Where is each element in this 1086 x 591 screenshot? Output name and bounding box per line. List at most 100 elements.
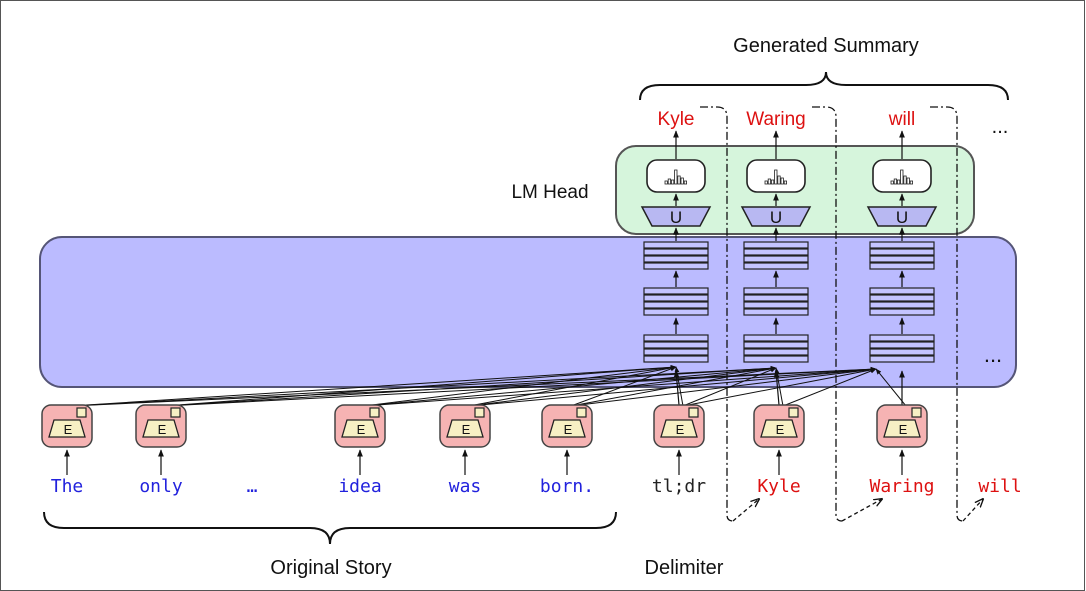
layer-stripe: [869, 255, 935, 263]
layer-stripe: [869, 341, 935, 349]
position-square: [474, 407, 485, 418]
layer-stripe: [743, 355, 809, 363]
transformer-ellipsis: ...: [984, 342, 1002, 367]
embedding-trapezoid: [142, 419, 180, 438]
embedding-label: E: [564, 422, 573, 437]
embedding-trapezoid: [48, 419, 86, 438]
attention-arrow: [363, 365, 677, 407]
input-token: will: [978, 476, 1021, 497]
layer-stripe: [869, 262, 935, 270]
histogram-bar: [900, 169, 904, 185]
unembedding-label: U: [670, 208, 682, 227]
histogram-bar: [774, 169, 778, 185]
histogram-bar: [674, 169, 678, 185]
original-story-label: Original Story: [270, 557, 391, 579]
layer-stripe: [643, 355, 709, 363]
attention-arrow: [570, 367, 877, 407]
input-token: was: [449, 476, 482, 497]
embedding-label: E: [158, 422, 167, 437]
embedding-trapezoid: [548, 419, 586, 438]
output-token: Waring: [746, 109, 805, 130]
input-token: …: [247, 476, 258, 497]
layer-stripe: [869, 294, 935, 302]
layer-stripe: [743, 334, 809, 342]
histogram-bar: [664, 180, 668, 185]
unembedding-trapezoid: [740, 206, 812, 227]
layer-stripe: [643, 287, 709, 295]
attention-arrow: [363, 366, 877, 407]
original-story-brace: [43, 511, 617, 545]
layer-stripe: [643, 348, 709, 356]
output-token: will: [888, 109, 915, 130]
layer-stripe: [869, 241, 935, 249]
histogram-bar: [783, 180, 788, 185]
histogram-bar: [671, 179, 675, 185]
unembedding-label: U: [770, 208, 782, 227]
feedback-arrow: [962, 499, 983, 522]
input-token: Kyle: [757, 476, 800, 497]
layer-stripe: [743, 241, 809, 249]
layer-stripe: [643, 294, 709, 302]
input-arrow: [673, 370, 680, 406]
layer-stripe: [743, 348, 809, 356]
embedding-box: E: [653, 404, 705, 475]
layer-stripe: [643, 255, 709, 263]
layer-stripe: [643, 248, 709, 256]
histogram-bar: [680, 177, 684, 185]
embedding-box: E: [541, 404, 593, 475]
layer-stripe: [743, 294, 809, 302]
embedding-trapezoid: [760, 419, 798, 438]
embedding-label: E: [357, 422, 366, 437]
embedding-box: E: [753, 404, 805, 475]
layer-stripe: [643, 301, 709, 309]
embedding-label: E: [64, 422, 73, 437]
output-ellipsis: ...: [992, 116, 1009, 138]
layer-stripe: [869, 348, 935, 356]
position-square: [788, 407, 799, 418]
position-square: [76, 407, 87, 418]
input-token: born.: [540, 476, 594, 497]
histogram-bar: [767, 178, 772, 185]
unembedding-trapezoid: [640, 206, 712, 227]
layer-stripe: [643, 241, 709, 249]
generated-summary-brace: [639, 71, 1009, 101]
embedding-box: E: [876, 404, 928, 475]
attention-arrow: [70, 364, 677, 407]
embedding-box: E: [41, 404, 93, 475]
layer-stripe: [869, 301, 935, 309]
layer-stripe: [743, 308, 809, 316]
layer-stripe: [643, 308, 709, 316]
histogram-bar: [890, 180, 894, 185]
embedding-box: E: [439, 404, 491, 475]
lm-head-label: LM Head: [511, 182, 588, 203]
histogram-bar: [667, 178, 672, 185]
attention-arrow: [682, 367, 877, 407]
embedding-label: E: [899, 422, 908, 437]
embedding-box: E: [135, 404, 187, 475]
histogram-bar: [906, 177, 910, 185]
embedding-label: E: [676, 422, 685, 437]
input-token: Waring: [869, 476, 934, 497]
embedding-trapezoid: [341, 419, 379, 438]
input-token: The: [51, 476, 84, 497]
histogram-bar: [777, 175, 781, 185]
embedding-trapezoid: [883, 419, 921, 438]
feedback-arrow: [732, 499, 759, 522]
layer-stripe: [869, 287, 935, 295]
attention-arrow: [164, 366, 877, 407]
attention-arrow: [363, 366, 777, 407]
feedback-line: [812, 106, 843, 522]
histogram-bar: [771, 179, 775, 185]
layer-stripe: [643, 334, 709, 342]
attention-arrow: [875, 368, 907, 407]
input-token: only: [139, 476, 183, 497]
embedding-trapezoid: [446, 419, 484, 438]
attention-arrows: [70, 364, 907, 407]
histogram-bar: [893, 178, 898, 185]
layer-stripe: [743, 248, 809, 256]
embedding-box: E: [334, 404, 386, 475]
